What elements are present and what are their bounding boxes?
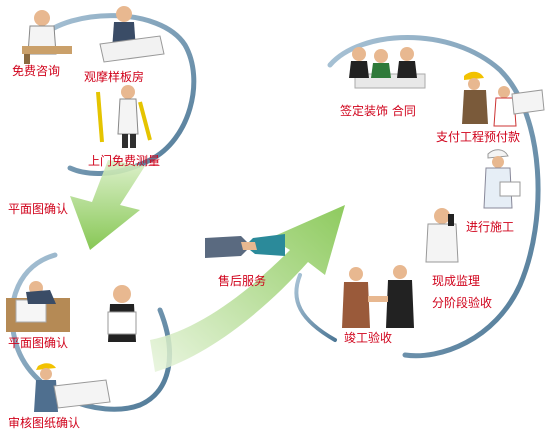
drafter-figure — [6, 281, 70, 332]
handshake-figure — [205, 234, 285, 258]
step-floorplan-confirm-top: 平面图确认 — [8, 202, 69, 216]
step-onsite-measure: 上门免费测量 — [88, 154, 161, 168]
consultant-figure — [22, 10, 72, 64]
measurer-figure — [96, 85, 152, 148]
builder-figure — [483, 149, 521, 209]
flow-ring-right-lower — [294, 273, 337, 342]
client-figure — [107, 285, 137, 342]
flow-arrow-up-right — [150, 205, 345, 372]
step-pay-advance: 支付工程预付款 — [436, 130, 521, 144]
flow-arrow-down — [70, 160, 145, 250]
step-supervision-line1: 现成监理 — [432, 274, 481, 288]
visitor-figure — [99, 6, 165, 63]
step-view-model-room: 观摩样板房 — [84, 70, 145, 84]
completion-figure — [342, 265, 414, 328]
step-construction: 进行施工 — [466, 220, 515, 234]
step-sign-contract: 签定装饰 合同 — [340, 104, 416, 118]
inspector-figure — [425, 208, 459, 263]
engineer-figure — [34, 363, 111, 412]
flow-ring-right — [327, 35, 541, 359]
step-review-drawings: 审核图纸确认 — [8, 416, 81, 430]
step-supervision-line2: 分阶段验收 — [432, 296, 493, 310]
payment-figure — [462, 71, 545, 127]
step-completion: 竣工验收 — [344, 331, 393, 345]
step-after-sales: 售后服务 — [218, 274, 267, 288]
step-floorplan-confirm-bottom: 平面图确认 — [8, 336, 69, 350]
meeting-figure — [349, 47, 426, 89]
step-free-consult: 免费咨询 — [12, 64, 61, 78]
